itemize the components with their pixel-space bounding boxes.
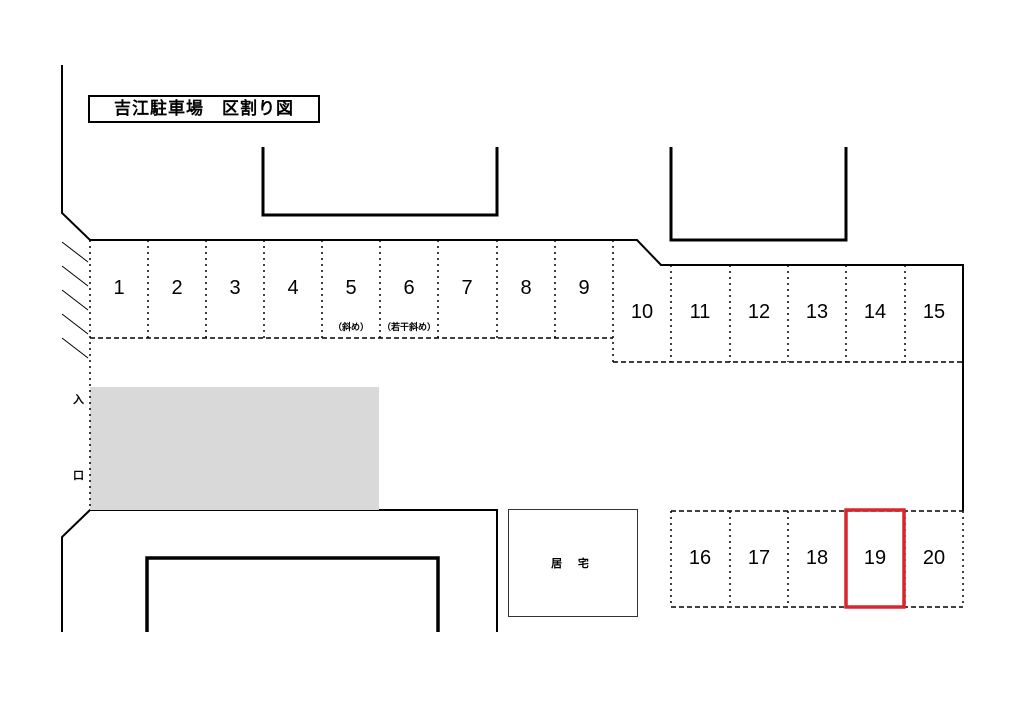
parking-spot-14: 14 <box>863 301 887 323</box>
spot-5-note: （斜め） <box>332 323 369 333</box>
entrance-label-2: 口 <box>73 469 84 482</box>
top-building-right <box>669 147 848 242</box>
entrance-label-1: 入 <box>73 393 84 406</box>
parking-spot-16: 16 <box>688 547 712 569</box>
parking-spot-19: 19 <box>863 547 887 569</box>
highlighted-spot-marker <box>844 508 906 609</box>
parking-spot-13: 13 <box>805 301 829 323</box>
upper-left-wall <box>61 65 964 511</box>
parking-spot-18: 18 <box>805 547 829 569</box>
parking-spot-8: 8 <box>520 277 532 299</box>
parking-spot-17: 17 <box>747 547 771 569</box>
blocked-area <box>90 387 379 510</box>
parking-spot-11: 11 <box>689 301 711 323</box>
parking-spot-15: 15 <box>922 301 946 323</box>
parking-spot-10: 10 <box>630 301 654 323</box>
parking-spot-5: 5 <box>345 277 357 299</box>
lower-left-wall <box>61 509 498 632</box>
page-title: 吉江駐車場 区割り図 <box>88 95 320 123</box>
parking-spot-7: 7 <box>461 277 473 299</box>
parking-spot-2: 2 <box>171 277 183 299</box>
parking-spot-3: 3 <box>229 277 241 299</box>
parking-spot-9: 9 <box>578 277 590 299</box>
parking-spot-20: 20 <box>922 547 946 569</box>
house-label: 居 宅 <box>551 557 595 570</box>
top-building-left <box>261 147 499 217</box>
parking-spot-12: 12 <box>747 301 771 323</box>
parking-spot-4: 4 <box>287 277 299 299</box>
parking-spot-1: 1 <box>113 277 125 299</box>
spot-6-note: （若干斜め） <box>381 323 436 333</box>
bottom-building <box>145 556 440 632</box>
house: 居 宅 <box>508 509 638 617</box>
parking-spot-6: 6 <box>403 277 415 299</box>
